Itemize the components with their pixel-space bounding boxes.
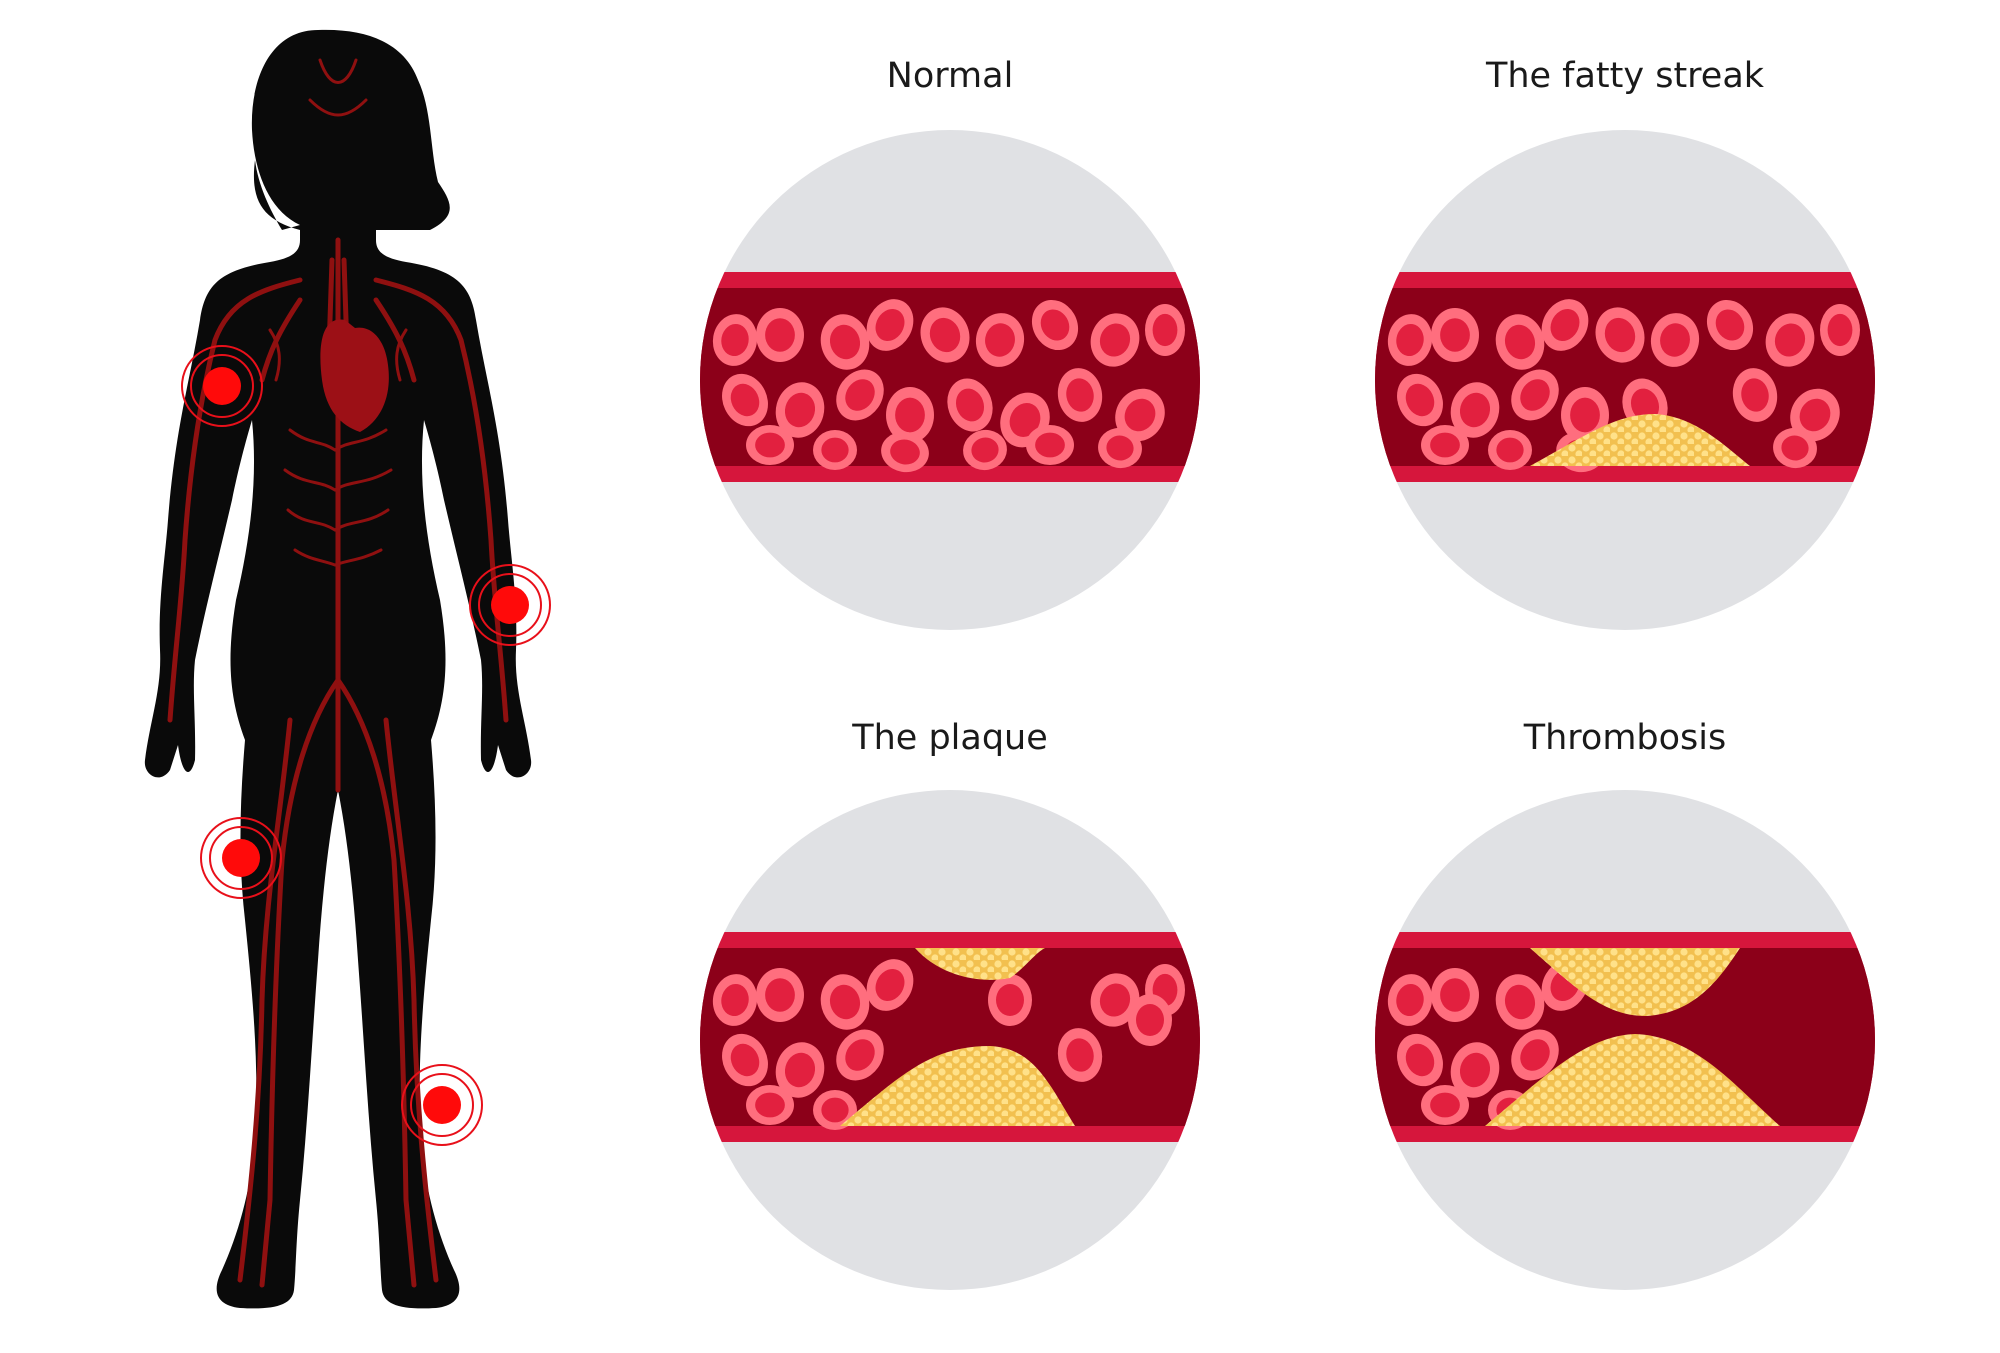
label-plaque: The plaque bbox=[852, 718, 1048, 758]
red-blood-cell bbox=[1488, 430, 1532, 470]
red-blood-cell bbox=[1541, 299, 1589, 351]
plaque-deposit-top bbox=[915, 948, 1045, 980]
artery-vessel bbox=[700, 932, 1200, 1142]
heart-icon bbox=[320, 319, 389, 432]
artery-panel-fatty-streak bbox=[1375, 130, 1875, 630]
red-blood-cell bbox=[775, 1042, 825, 1098]
artery-vessel bbox=[1375, 272, 1875, 482]
red-blood-cell bbox=[988, 974, 1032, 1026]
pain-point-knee bbox=[401, 1064, 483, 1146]
red-blood-cell bbox=[820, 314, 870, 370]
red-blood-cell bbox=[712, 314, 758, 366]
red-blood-cell bbox=[1765, 313, 1815, 367]
artery-panel-thrombosis bbox=[1375, 790, 1875, 1290]
pain-point-thigh bbox=[200, 817, 282, 899]
organ-vessels bbox=[268, 58, 408, 567]
red-blood-cell bbox=[1057, 1028, 1103, 1082]
thrombus-deposit-bottom bbox=[1485, 1034, 1780, 1126]
red-blood-cell bbox=[820, 974, 870, 1030]
red-blood-cell bbox=[746, 425, 794, 465]
red-blood-cell bbox=[1115, 388, 1165, 442]
red-blood-cell bbox=[836, 369, 884, 421]
red-blood-cell bbox=[1595, 307, 1645, 363]
red-blood-cell bbox=[1031, 299, 1079, 351]
red-blood-cell bbox=[1421, 1085, 1469, 1125]
plaque-deposit-bottom bbox=[840, 1046, 1075, 1126]
red-blood-cell bbox=[712, 974, 758, 1026]
red-blood-cell bbox=[746, 1085, 794, 1125]
red-blood-cell bbox=[1397, 373, 1443, 427]
red-blood-cell bbox=[1128, 994, 1172, 1046]
red-blood-cell bbox=[813, 430, 857, 470]
red-blood-cell bbox=[1431, 968, 1479, 1022]
red-blood-cell bbox=[1732, 368, 1778, 422]
red-blood-cell bbox=[1773, 427, 1817, 469]
red-blood-cell bbox=[1511, 1029, 1559, 1081]
red-blood-cell bbox=[1561, 387, 1609, 443]
red-blood-cell bbox=[1098, 427, 1142, 469]
red-blood-cell bbox=[1387, 314, 1433, 366]
red-blood-cell bbox=[1790, 388, 1840, 442]
label-thrombosis: Thrombosis bbox=[1523, 718, 1727, 758]
fatty-streak-deposit bbox=[1530, 414, 1750, 466]
hair-silhouette bbox=[251, 29, 450, 230]
pain-point-wrist bbox=[469, 564, 551, 646]
red-blood-cell bbox=[1495, 314, 1545, 370]
human-body-figure bbox=[144, 29, 551, 1309]
red-blood-cell bbox=[1026, 425, 1074, 465]
red-blood-cell bbox=[1057, 368, 1103, 422]
red-blood-cell bbox=[886, 387, 934, 443]
red-blood-cell bbox=[722, 1033, 768, 1087]
artery-vessel bbox=[700, 272, 1200, 482]
red-blood-cell bbox=[1450, 382, 1500, 438]
red-blood-cell bbox=[1090, 973, 1140, 1027]
red-blood-cell bbox=[813, 1090, 857, 1130]
red-blood-cell bbox=[963, 429, 1007, 471]
red-blood-cell bbox=[947, 378, 993, 432]
artery-vessel bbox=[1375, 932, 1875, 1142]
red-blood-cell bbox=[756, 968, 804, 1022]
red-blood-cell bbox=[1145, 304, 1185, 356]
thrombus-deposit-top bbox=[1530, 948, 1740, 1016]
red-blood-cell bbox=[1397, 1033, 1443, 1087]
red-blood-cell bbox=[1421, 425, 1469, 465]
red-blood-cell bbox=[975, 313, 1025, 367]
red-blood-cell bbox=[1650, 313, 1700, 367]
red-blood-cell bbox=[866, 959, 914, 1011]
red-blood-cell bbox=[775, 382, 825, 438]
red-blood-cell bbox=[836, 1029, 884, 1081]
red-blood-cell bbox=[1090, 313, 1140, 367]
red-blood-cell bbox=[1511, 369, 1559, 421]
red-blood-cell bbox=[756, 308, 804, 362]
red-blood-cell bbox=[1431, 308, 1479, 362]
red-blood-cell bbox=[920, 307, 970, 363]
red-blood-cell bbox=[1706, 299, 1754, 351]
red-blood-cell bbox=[722, 373, 768, 427]
artery-panel-plaque bbox=[700, 790, 1200, 1290]
red-blood-cell bbox=[1495, 974, 1545, 1030]
red-blood-cell bbox=[866, 299, 914, 351]
pain-point-shoulder bbox=[181, 345, 263, 427]
red-blood-cell bbox=[1450, 1042, 1500, 1098]
label-fatty-streak: The fatty streak bbox=[1485, 56, 1765, 96]
artery-panel-normal bbox=[700, 130, 1200, 630]
label-normal: Normal bbox=[886, 56, 1014, 96]
red-blood-cell bbox=[1387, 974, 1433, 1026]
red-blood-cell bbox=[881, 431, 929, 473]
red-blood-cell bbox=[1820, 304, 1860, 356]
